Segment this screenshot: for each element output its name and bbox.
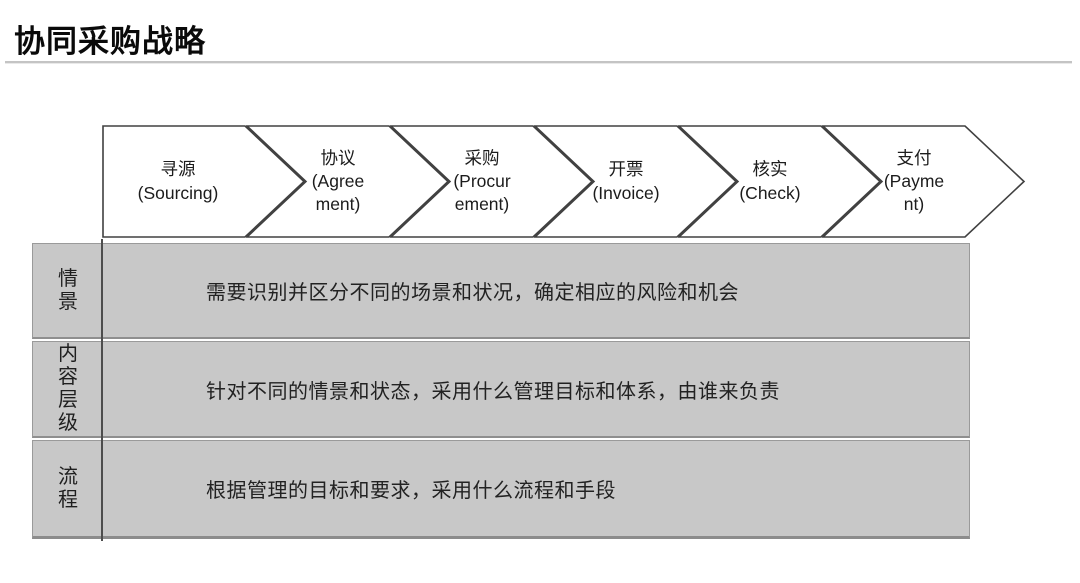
- step-label-zh: 核实: [752, 159, 788, 180]
- step-label-en: (Invoice): [592, 182, 660, 203]
- step-label: 寻源 (Sourcing): [106, 125, 250, 238]
- step-label: 协议 (Agree ment): [266, 125, 410, 238]
- row-text-scenario: 需要识别并区分不同的场景和状况，确定相应的风险和机会: [206, 282, 739, 304]
- step-label-en: (Agree ment): [311, 170, 365, 215]
- step-label: 采购 (Procur ement): [410, 125, 554, 238]
- chevron-shape: [102, 125, 306, 238]
- content-matrix: 情景 需要识别并区分不同的场景和状况，确定相应的风险和机会 内容层级 针对不同的…: [32, 243, 970, 541]
- step-label-en: (Check): [739, 182, 801, 203]
- row-label-scenario: 情景: [58, 267, 78, 313]
- row-label-process: 流程: [58, 465, 78, 511]
- matrix-row-content-level: 内容层级 针对不同的情景和状态，采用什么管理目标和体系，由谁来负责: [32, 341, 970, 438]
- process-step-agreement: 协议 (Agree ment): [246, 125, 450, 238]
- step-label: 核实 (Check): [698, 125, 842, 238]
- chevron-shape: [390, 125, 594, 238]
- process-step-payment: 支付 (Payme nt): [822, 125, 1026, 238]
- process-step-sourcing: 寻源 (Sourcing): [102, 125, 306, 238]
- matrix-row-process: 流程 根据管理的目标和要求，采用什么流程和手段: [32, 440, 970, 539]
- step-label-zh: 协议: [320, 147, 356, 168]
- step-label-zh: 采购: [464, 147, 500, 168]
- chevron-shape: [534, 125, 738, 238]
- matrix-row-scenario: 情景 需要识别并区分不同的场景和状况，确定相应的风险和机会: [32, 243, 970, 339]
- step-label-en: (Sourcing): [137, 182, 219, 203]
- page-title: 协同采购战略: [14, 24, 206, 59]
- row-text-process: 根据管理的目标和要求，采用什么流程和手段: [206, 480, 616, 502]
- chevron-shape: [822, 125, 1026, 238]
- row-label-cell: 流程: [33, 441, 103, 536]
- process-step-check: 核实 (Check): [678, 125, 882, 238]
- step-label-en: (Payme nt): [883, 170, 945, 215]
- process-step-procurement: 采购 (Procur ement): [390, 125, 594, 238]
- row-label-cell: 内容层级: [33, 342, 103, 436]
- step-label-zh: 支付: [896, 147, 932, 168]
- process-flow: 寻源 (Sourcing) 协议 (Agree ment) 采购 (Procur…: [102, 125, 1026, 238]
- step-label-en: (Procur ement): [453, 170, 511, 215]
- step-label: 支付 (Payme nt): [842, 125, 986, 238]
- step-label: 开票 (Invoice): [554, 125, 698, 238]
- row-text-content-level: 针对不同的情景和状态，采用什么管理目标和体系，由谁来负责: [206, 380, 780, 403]
- step-label-zh: 开票: [608, 159, 644, 180]
- title-divider: [5, 61, 1072, 64]
- row-label-content-level: 内容层级: [58, 343, 78, 434]
- process-step-invoice: 开票 (Invoice): [534, 125, 738, 238]
- row-label-cell: 情景: [33, 244, 103, 337]
- label-column-divider: [101, 239, 103, 541]
- chevron-shape: [246, 125, 450, 238]
- step-label-zh: 寻源: [160, 159, 196, 180]
- chevron-shape: [678, 125, 882, 238]
